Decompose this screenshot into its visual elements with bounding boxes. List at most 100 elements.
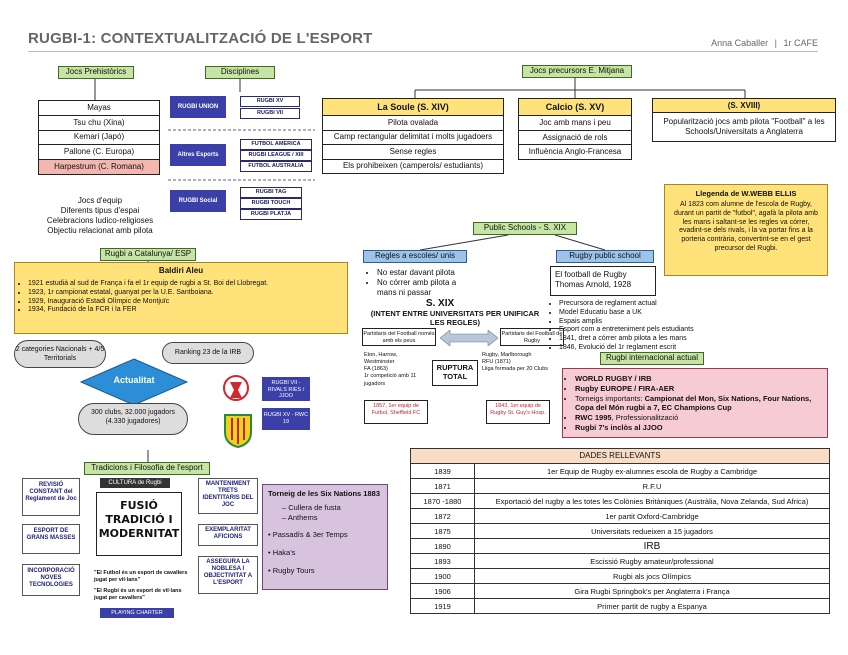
list-item: No córrer amb pilota a mans ni passar <box>377 278 473 298</box>
event-cell: Exportació del rugby a les totes les Col… <box>474 493 830 509</box>
rugby-public-school-title: Rugby public school <box>556 250 654 263</box>
list-item: 1934, Fundació de la FCR i la FER <box>28 306 342 315</box>
list-item: Mayas <box>39 101 159 116</box>
list-item: Rugby, Marlborough <box>482 352 532 358</box>
list-item: Influència Anglo-Francesa <box>528 147 622 157</box>
event-cell: 1er partit Oxford-Cambridge <box>474 508 830 524</box>
year-cell: 1875 <box>410 523 475 539</box>
list-item: Tsu chu (Xina) <box>39 116 159 131</box>
list-item: Assignació de rols <box>519 131 631 146</box>
trait-text: Jocs d'equip <box>77 196 123 205</box>
jocs-precursors-title: Jocs precursors E. Mitjana <box>522 65 632 78</box>
discipline-group-union: RUGBI UNION <box>170 96 226 118</box>
list-item: Joc amb mans i peu <box>519 116 631 131</box>
list-item: 1923, 1r campionat estatal, guanyat per … <box>28 289 342 298</box>
fusio-line: MODERNITAT <box>98 526 180 540</box>
list-item: 1929, Inauguració Estadi Olímpic de Mont… <box>28 298 342 307</box>
tradicio-right-1: MANTENIMENT TRETS IDENTITARIS DEL JOC <box>198 478 258 514</box>
regles-list: No estar davant pilota No córrer amb pil… <box>368 268 473 298</box>
clubs-pill: 300 clubs, 32.000 jugadors (4.330 jugado… <box>78 403 188 435</box>
header-divider <box>28 51 818 52</box>
year-cell: 1900 <box>410 568 475 584</box>
event-cell: Universitats redueixen a 15 jugadors <box>474 523 830 539</box>
discipline-tag: FUTBOL AUSTRALIA <box>240 161 312 172</box>
sxix-title: S. XIX <box>425 298 455 309</box>
event-cell: 1er Equip de Rugby ex-alumnes escola de … <box>474 463 830 479</box>
ruptura-total: RUPTURA TOTAL <box>432 360 478 386</box>
precursor-column-title: (S. XVIII) <box>653 99 835 113</box>
year-cell: 1893 <box>410 553 475 569</box>
list-item: • Passadís & 3er Temps <box>268 530 348 540</box>
list-item: Espais amplis <box>559 318 740 327</box>
list-item: • Haka's <box>268 548 296 557</box>
federation-logo-icon <box>216 370 256 410</box>
trait-text: Diferents tipus d'espai <box>60 206 140 215</box>
tradicio-left-2: ESPORT DE GRANS MASSES <box>22 524 80 554</box>
tradicions-title: Tradicions i Filosofia de l'esport <box>84 462 210 475</box>
list-item: 1921 estudià al sud de França i fa el 1r… <box>28 280 342 289</box>
info-line: El football de Rugby <box>555 270 627 279</box>
sxix-left-items: Eton, Harrow, Westminster FA (1863) 1r c… <box>364 352 428 388</box>
list-item: Els prohibeixen (camperols/ estudiants) <box>342 161 484 171</box>
sxix-subtitle: (INTENT ENTRE UNIVERSITATS PER UNIFICAR … <box>370 309 540 327</box>
list-item: FA (1863) <box>364 366 388 373</box>
internacional-list: WORLD RUGBY / IRB Rugby EUROPE / FIRA-AE… <box>562 368 828 438</box>
rugbi-vii-badge: RUGBI VII - RIVALS RIES / JJOO <box>262 377 310 401</box>
list-item: WORLD RUGBY / IRB <box>575 374 822 384</box>
jocs-prehistorics-title: Jocs Prehistòrics <box>58 66 134 79</box>
fusio-line: FUSIÓ <box>120 499 158 512</box>
discipline-tag: RUGBI TAG <box>240 187 302 198</box>
list-item: Harpestrum (C. Romana) <box>39 160 159 174</box>
list-item: 1841, dret a córrer amb pilota a les man… <box>559 335 740 344</box>
first-rugby-club: 1843, 1er equip de Rugby St. Guy's Hosp. <box>486 400 550 424</box>
precursor-column-title: La Soule (S. XIV) <box>323 99 503 117</box>
discipline-group-social: RUGBI Social <box>170 190 226 212</box>
quote-rugbi: "El Rugbi és un esport de vil·lans jugat… <box>94 588 182 601</box>
six-nations-title: Torneig de les Six Nations 1883 <box>268 489 380 498</box>
course-name: 1r CAFE <box>783 38 818 48</box>
page-title: RUGBI-1: CONTEXTUALITZACIÓ DE L'ESPORT <box>28 30 373 47</box>
trait-text: Objectiu relacionat amb pilota <box>47 226 153 235</box>
catalunya-person: Baldiri Aleu <box>158 266 204 275</box>
year-cell: 1906 <box>410 583 475 599</box>
info-line: Thomas Arnold, 1928 <box>555 280 632 289</box>
list-item: 1r competició amb 11 jugadors <box>364 373 417 387</box>
catalunya-title: Rugbi a Catalunya/ ESP <box>100 248 196 261</box>
ranking-pill: Ranking 23 de la IRB <box>162 342 254 364</box>
list-item: Pallone (C. Europa) <box>39 145 159 161</box>
discipline-tag: RUGBI XV <box>240 96 300 107</box>
sxix-right-items: Rugby, Marlborough RFU (1871) Lliga form… <box>482 352 552 373</box>
catalunya-note: Baldiri Aleu 1921 estudià al sud de Fran… <box>14 262 348 334</box>
list-item: • Rugby Tours <box>268 565 315 575</box>
list-item: – Cullera de fusta <box>282 502 341 512</box>
list-item: Rugby EUROPE / FIRA-AER <box>575 384 822 394</box>
sxix-right-head: Partidaris del Football de Rugby <box>500 328 564 346</box>
author-name: Anna Caballer <box>711 38 769 48</box>
list-item: 1846, Evolució del 1r reglament escrit <box>559 344 740 353</box>
categories-pill: 2 categories Nacionals + 4/5 Territorial… <box>14 340 106 368</box>
list-item: Torneigs importants: Campionat del Mon, … <box>575 394 822 414</box>
rugby-public-school-info: El football de Rugby Thomas Arnold, 1928 <box>550 266 656 296</box>
first-football-club: 1857, 1er equip de Futbol, Sheffield FC <box>364 400 428 424</box>
list-item: RFU (1871) <box>482 359 511 366</box>
fusio-line: TRADICIÓ I <box>105 512 173 526</box>
list-item: – Anthems <box>282 512 318 522</box>
precursor-column-title: Calcio (S. XV) <box>519 99 631 117</box>
tradicio-right-2: EXEMPLARITAT AFICIONS <box>198 524 258 546</box>
actualitat-title: Actualitat <box>113 375 155 385</box>
header-separator: | <box>774 38 777 48</box>
event-cell: R.F.U <box>474 478 830 494</box>
llegenda-text: Al 1823 com alumne de l'escola de Rugby,… <box>674 201 818 252</box>
rugby-public-school-bullets: Precursora de reglament actual Model Edu… <box>550 300 740 353</box>
list-item: Esport com a entreteniment pels estudian… <box>559 326 740 335</box>
list-item: RWC 1995, Professionalització <box>575 413 822 423</box>
